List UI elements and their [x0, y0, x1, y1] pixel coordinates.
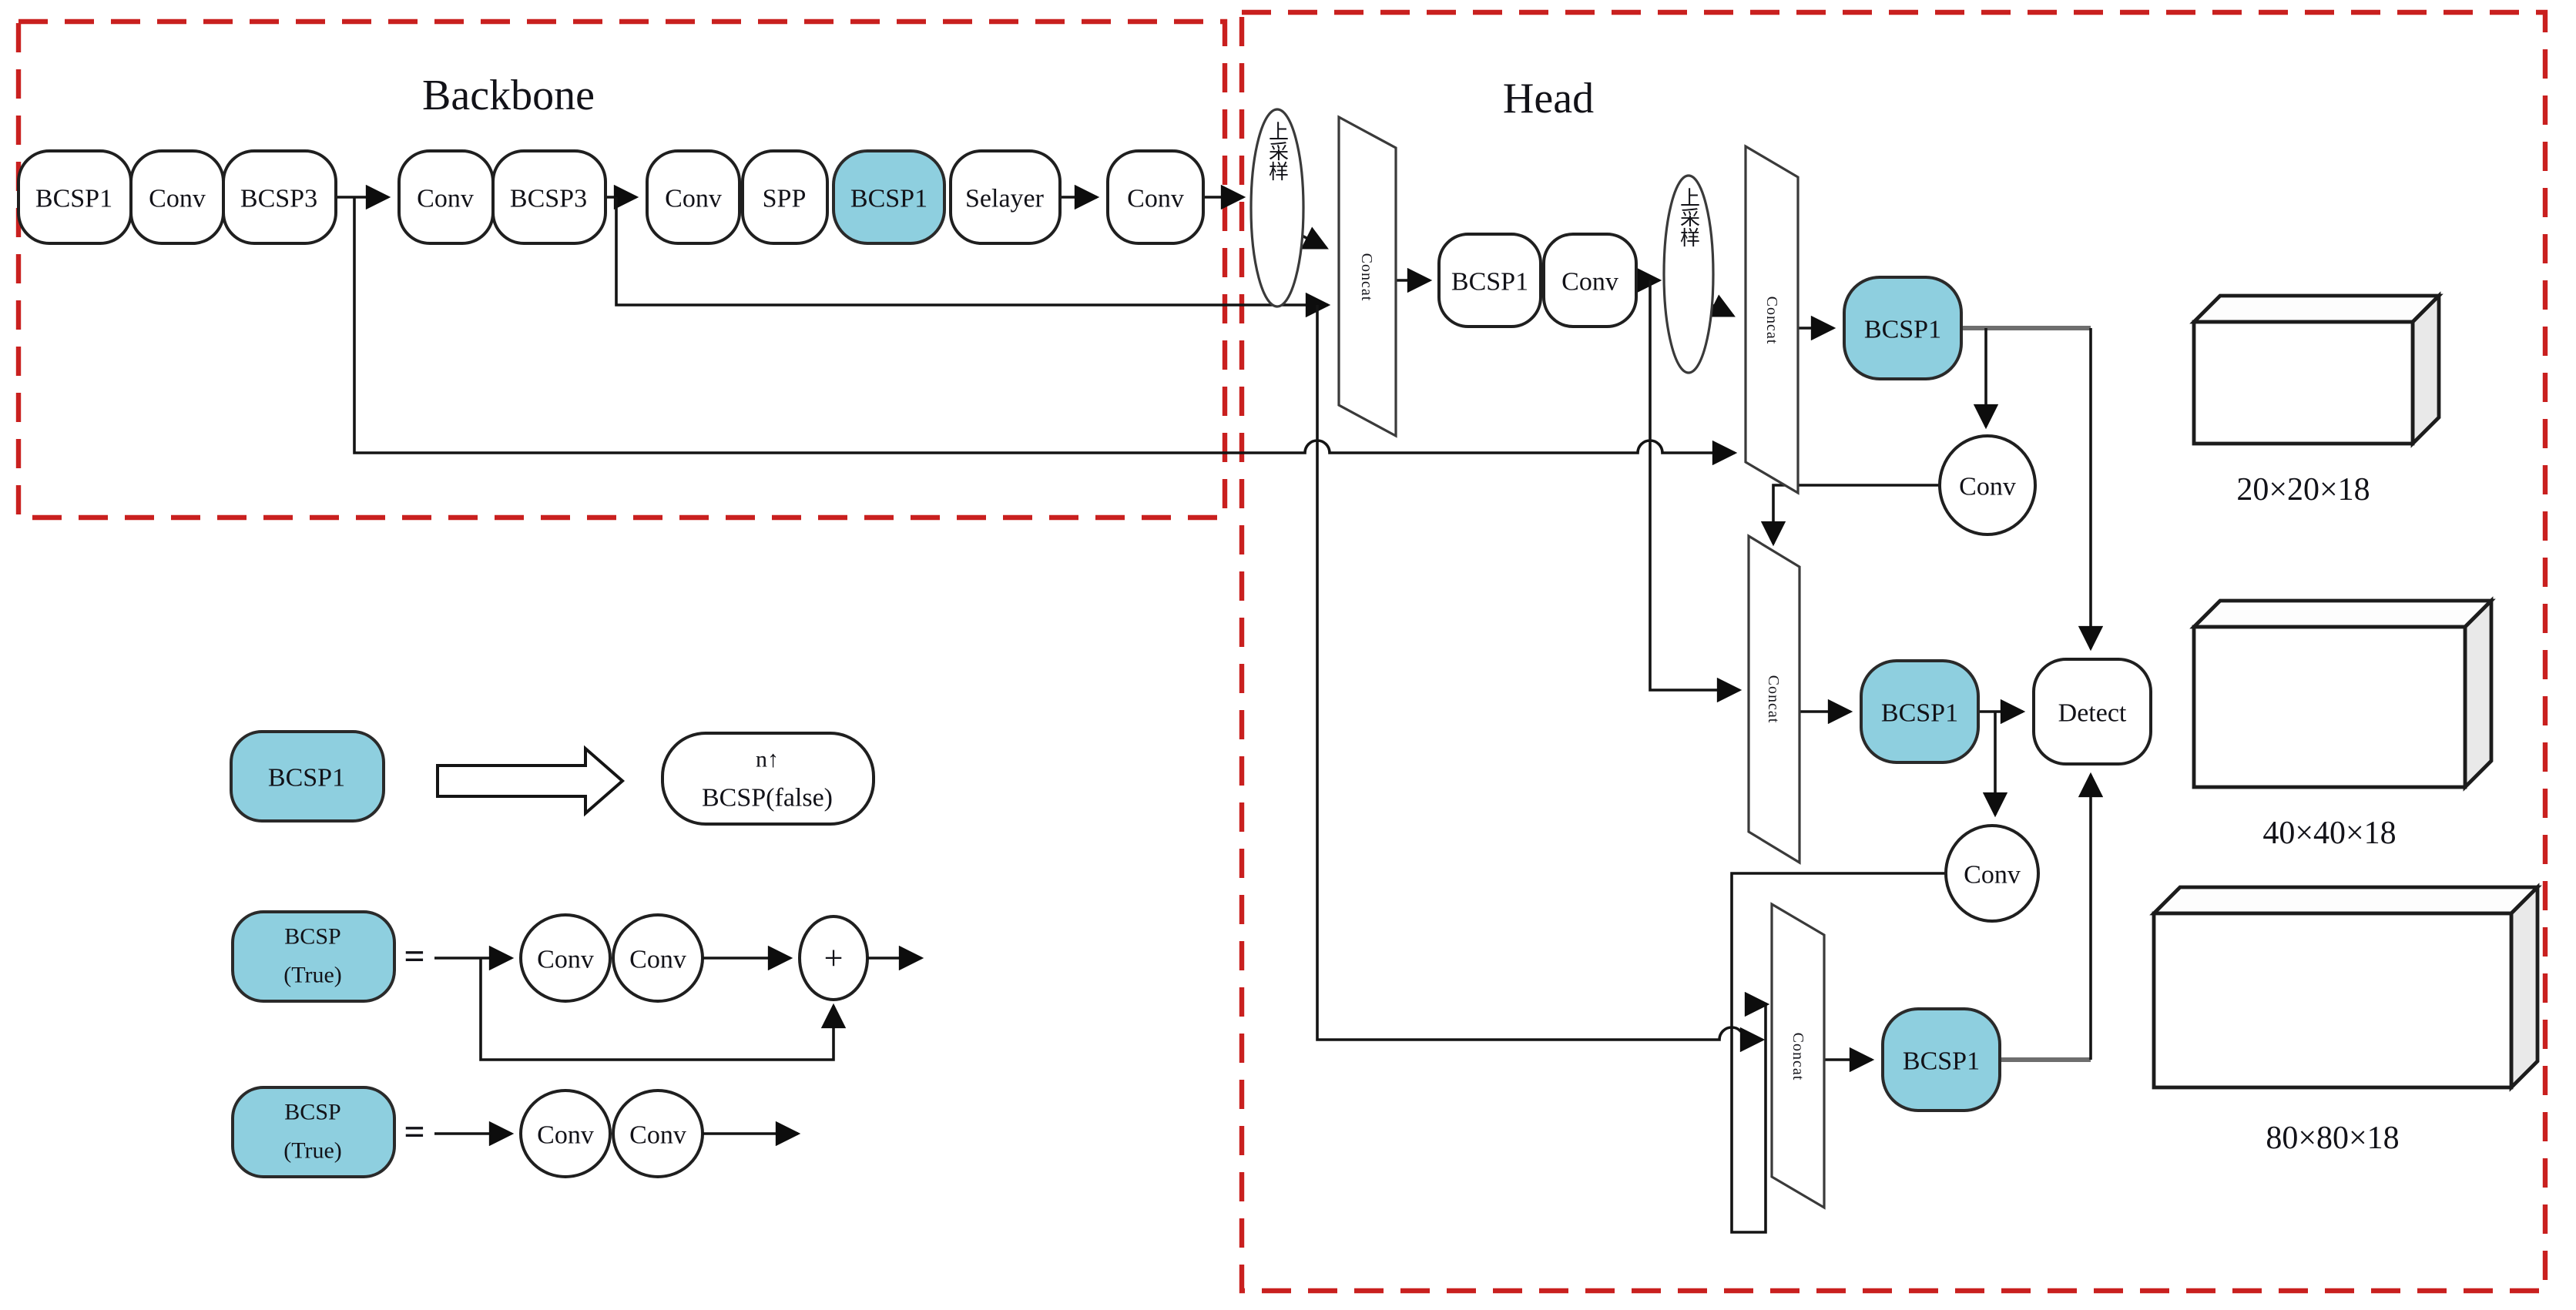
legend-conv-node-3	[519, 1089, 612, 1178]
legend-bcsp1-label: BCSP1	[268, 764, 345, 792]
legend-conv-4-label: Conv	[629, 1121, 686, 1150]
upsample-2-label: 上采样	[1678, 187, 1700, 247]
head-conv-white-label: Conv	[1561, 268, 1618, 297]
head-node-conv-b	[1944, 824, 2040, 923]
upsample-ellipse-1	[1249, 108, 1305, 308]
node-conv-1-label: Conv	[149, 185, 206, 213]
legend-bcsp-true-1-line2: (True)	[283, 963, 342, 988]
head-wires	[1298, 226, 2104, 1234]
head-node-bcsp1-p4	[1860, 659, 1980, 764]
concat-parallelogram-4	[1770, 902, 1826, 1210]
node-selayer	[949, 149, 1062, 245]
head-bcsp1-p5-label: BCSP1	[1864, 316, 1941, 344]
output-box-20	[2192, 320, 2415, 446]
head-node-bcsp1-white	[1437, 233, 1542, 328]
output-box-40-top	[2189, 598, 2496, 629]
legend: BCSP1 n↑ BCSP(false) BCSP (True) = Conv …	[230, 730, 924, 1178]
head-node-conv-a	[1938, 434, 2037, 536]
legend-bcsp-true-node-1	[231, 910, 396, 1003]
backbone-title: Backbone	[422, 72, 595, 119]
backbone-wires	[336, 184, 1766, 1053]
head-detect-label: Detect	[2058, 699, 2127, 728]
concat-parallelogram-1	[1337, 115, 1397, 438]
node-conv-3-label: Conv	[665, 185, 722, 213]
concat-3-label: Concat	[1765, 675, 1782, 724]
legend-expansion-line1: n↑	[756, 747, 779, 772]
node-spp-label: SPP	[763, 185, 807, 213]
output-box-80-top	[2149, 885, 2542, 916]
node-bcsp1-1-label: BCSP1	[35, 185, 112, 213]
node-bcsp3-1	[222, 149, 337, 245]
concat-parallelogram-2	[1744, 144, 1800, 495]
concat-parallelogram-3	[1747, 534, 1801, 865]
concat-2-label: Concat	[1763, 297, 1780, 345]
conv-a-to-concat3	[1760, 484, 1940, 547]
legend-conv-2-label: Conv	[629, 946, 686, 974]
upsample-ellipse-2	[1662, 174, 1715, 374]
output-box-80	[2152, 911, 2514, 1090]
head-bcsp1-white-label: BCSP1	[1451, 268, 1528, 297]
output-label-20: 20×20×18	[2236, 472, 2370, 508]
node-conv-4	[1106, 149, 1205, 245]
head-conv-a-label: Conv	[1959, 473, 2016, 501]
skip-connection-p5	[615, 197, 1331, 318]
node-conv-2-label: Conv	[417, 185, 474, 213]
legend-expansion-line2: BCSP(false)	[702, 784, 833, 812]
legend-plus-label: +	[824, 940, 844, 977]
output-box-80-side	[2509, 883, 2540, 1092]
legend-equals-1: =	[404, 936, 424, 977]
legend-residual-wire	[479, 958, 847, 1061]
head-node-conv-white	[1542, 233, 1638, 328]
legend-block-arrow-icon	[436, 745, 626, 817]
node-bcsp1-highlight-label: BCSP1	[850, 185, 927, 213]
concat-4-label: Concat	[1789, 1033, 1806, 1081]
conv-b-to-concat4	[1730, 872, 1946, 1234]
legend-conv-1-label: Conv	[537, 946, 594, 974]
head-section-border	[1239, 9, 2548, 1294]
concat-1-label: Concat	[1358, 253, 1375, 302]
output-tensors: 20×20×18 40×40×18 80×80×18	[2149, 291, 2542, 1156]
head-node-bcsp1-p5	[1843, 276, 1963, 380]
legend-bcsp1-node	[230, 730, 385, 823]
node-bcsp3-2-label: BCSP3	[510, 185, 587, 213]
output-box-40	[2192, 625, 2467, 789]
head-conv-b-label: Conv	[1964, 861, 2021, 890]
legend-bcsp-true-2-line2: (True)	[283, 1138, 342, 1164]
node-bcsp3-2	[491, 149, 607, 245]
head-bcsp1-p4-label: BCSP1	[1881, 699, 1958, 728]
upsample-1-label: 上采样	[1266, 121, 1289, 181]
node-selayer-label: Selayer	[965, 185, 1045, 213]
legend-conv-3-label: Conv	[537, 1121, 594, 1150]
backbone-section-border	[15, 18, 1228, 521]
legend-bcsp-true-2-line1: BCSP	[284, 1100, 340, 1125]
backbone-nodes: BCSP1 Conv BCSP3 Conv BCSP3 Conv SPP BCS…	[17, 149, 1205, 245]
head-node-bcsp1-p3	[1881, 1007, 2001, 1112]
node-conv-4-label: Conv	[1127, 185, 1184, 213]
legend-bcsp-true-1-line1: BCSP	[284, 924, 340, 950]
legend-bcsp-true-node-2	[231, 1086, 396, 1178]
legend-conv-node-1	[519, 913, 612, 1003]
output-label-40: 40×40×18	[2262, 816, 2396, 851]
legend-equals-2: =	[404, 1112, 424, 1153]
node-conv-3	[646, 149, 741, 245]
output-box-40-side	[2463, 596, 2494, 792]
node-bcsp1-highlight	[832, 149, 946, 245]
head-node-detect	[2032, 658, 2152, 766]
output-label-80: 80×80×18	[2266, 1121, 2399, 1156]
skip-connection-p4	[353, 197, 1738, 466]
node-bcsp3-1-label: BCSP3	[240, 185, 317, 213]
output-box-20-top	[2189, 293, 2444, 324]
node-spp	[741, 149, 829, 245]
head-title: Head	[1503, 75, 1594, 122]
legend-expansion-node	[661, 732, 875, 826]
output-box-20-side	[2410, 291, 2441, 448]
head-nodes: 上采样 Concat BCSP1 Conv 上采样 Concat BCSP1 C…	[1249, 108, 2152, 1210]
connector-to-concat3	[1649, 280, 1742, 703]
head-bcsp1-p3-label: BCSP1	[1903, 1047, 1980, 1076]
